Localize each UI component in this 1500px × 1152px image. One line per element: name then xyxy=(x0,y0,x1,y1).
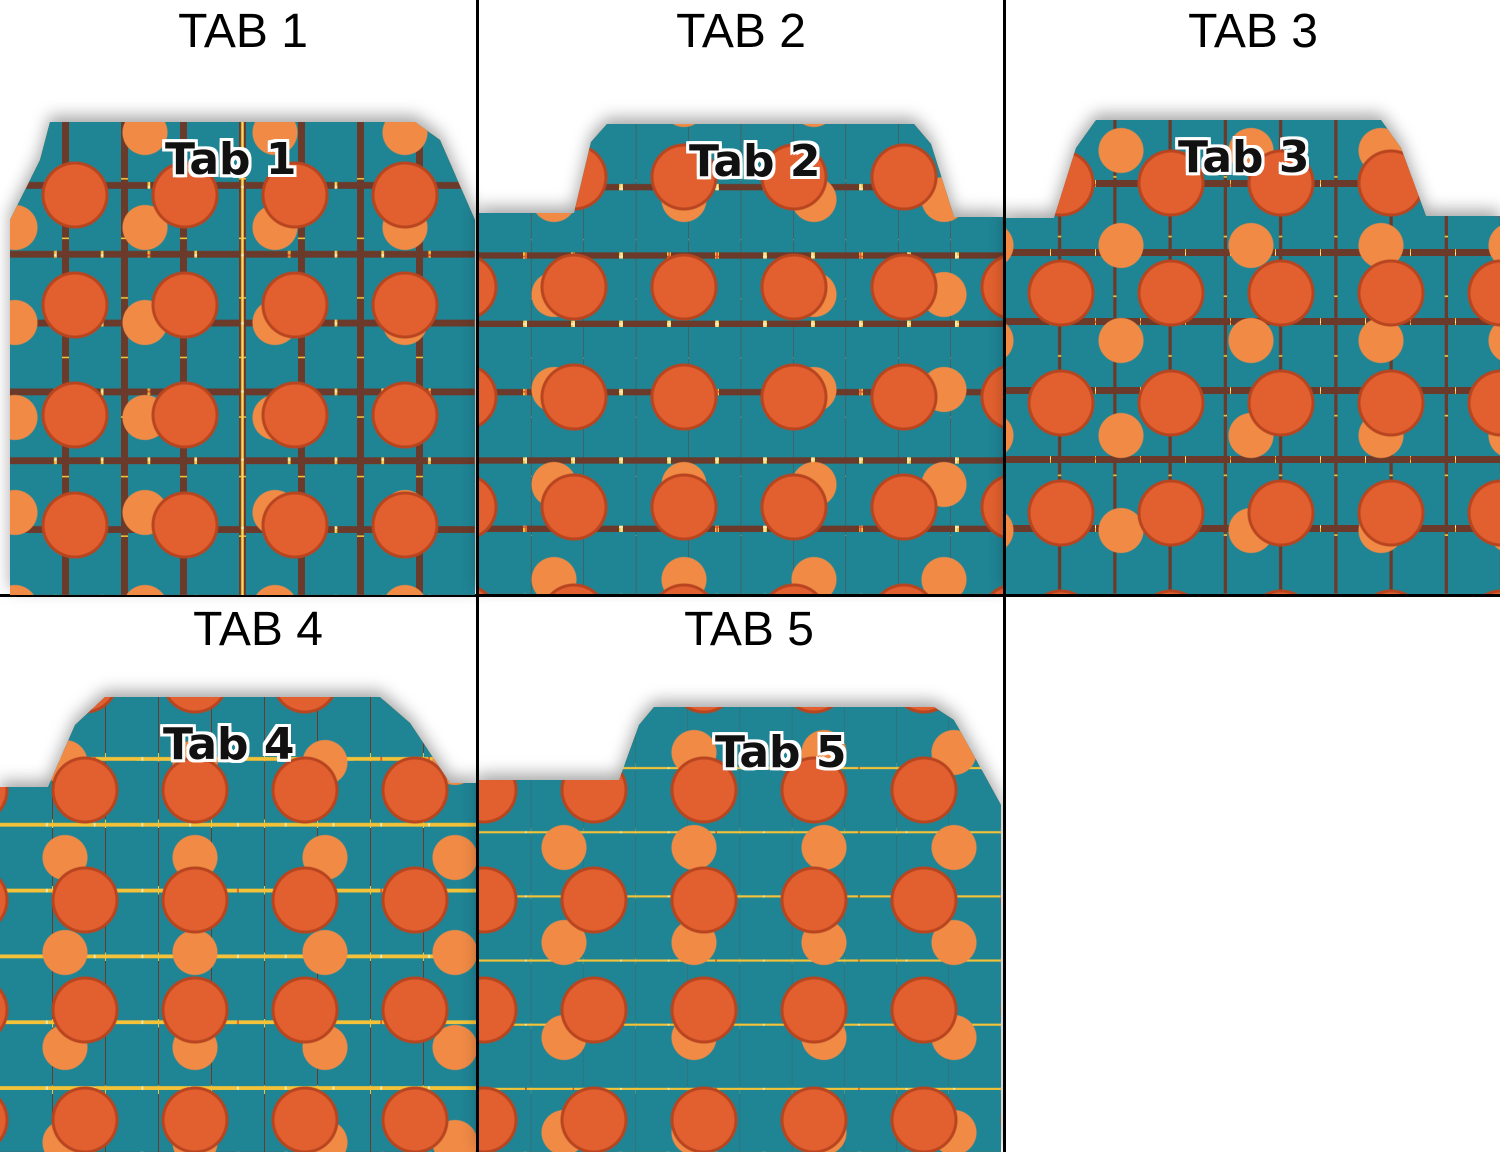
basketball-pattern xyxy=(10,122,475,595)
grid-line-vertical-2 xyxy=(1003,0,1006,1152)
tab-divider-2[interactable]: Tab 2 xyxy=(479,122,1003,594)
tab-divider-3[interactable]: Tab 3 xyxy=(1006,118,1500,594)
tab-divider-1[interactable]: Tab 1 xyxy=(10,120,475,595)
cell-title: TAB 2 xyxy=(676,5,806,58)
tab-divider-4[interactable]: Tab 4 xyxy=(0,695,476,1152)
basketball-pattern xyxy=(0,697,476,1152)
cell-title: TAB 5 xyxy=(684,603,814,656)
basketball-pattern xyxy=(479,124,1003,594)
tab-label: Tab 3 xyxy=(1178,132,1310,183)
tab-label: Tab 5 xyxy=(715,727,847,778)
grid-line-vertical-1 xyxy=(476,0,479,1152)
tab-label: Tab 4 xyxy=(163,719,295,770)
tab-divider-5[interactable]: Tab 5 xyxy=(479,705,1001,1152)
cell-title: TAB 1 xyxy=(178,5,308,58)
cell-title: TAB 4 xyxy=(193,603,323,656)
basketball-pattern xyxy=(1006,120,1500,594)
basketball-pattern xyxy=(479,707,1001,1152)
cell-title: TAB 3 xyxy=(1188,5,1318,58)
grid-line-horizontal xyxy=(0,594,1500,597)
tab-label: Tab 2 xyxy=(689,136,821,187)
tab-label: Tab 1 xyxy=(165,134,297,185)
empty-cell xyxy=(1006,597,1500,1152)
